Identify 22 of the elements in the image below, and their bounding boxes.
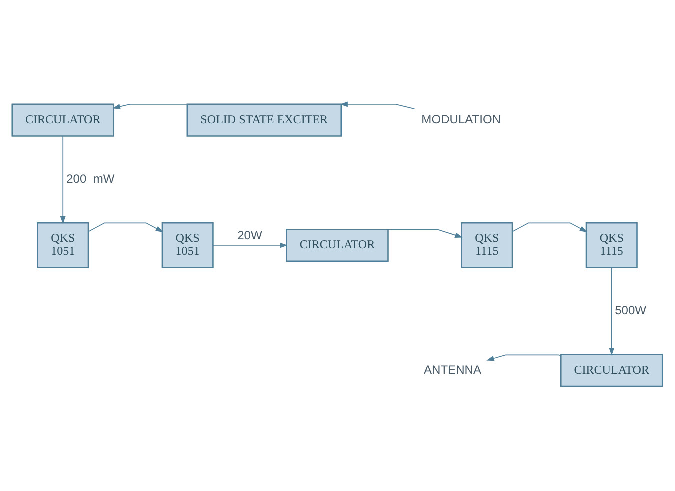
- arrow: [60, 136, 66, 224]
- node-box: QKS 1115: [586, 222, 638, 268]
- node-box: SOLID STATE EXCITER: [186, 104, 342, 137]
- node-box: QKS 1115: [461, 222, 514, 268]
- edge-label: 500W: [615, 303, 647, 318]
- arrow: [212, 242, 288, 248]
- node-box: CIRCULATOR: [286, 228, 389, 262]
- arrow: [512, 222, 588, 232]
- arrow: [388, 229, 463, 238]
- edge-label: 20W: [238, 228, 262, 243]
- edge-label: 200 mW: [66, 172, 115, 186]
- node-box: CIRCULATOR: [560, 354, 664, 388]
- arrow: [112, 104, 188, 110]
- arrow: [609, 268, 615, 356]
- arrow: [340, 102, 416, 110]
- node-box: QKS 1051: [162, 222, 214, 268]
- node-box: CIRCULATOR: [12, 104, 115, 137]
- arrow: [486, 354, 562, 362]
- node-box: QKS 1051: [37, 222, 90, 268]
- node-text: ANTENNA: [424, 362, 482, 377]
- node-text: MODULATION: [422, 112, 502, 127]
- arrow: [88, 222, 164, 232]
